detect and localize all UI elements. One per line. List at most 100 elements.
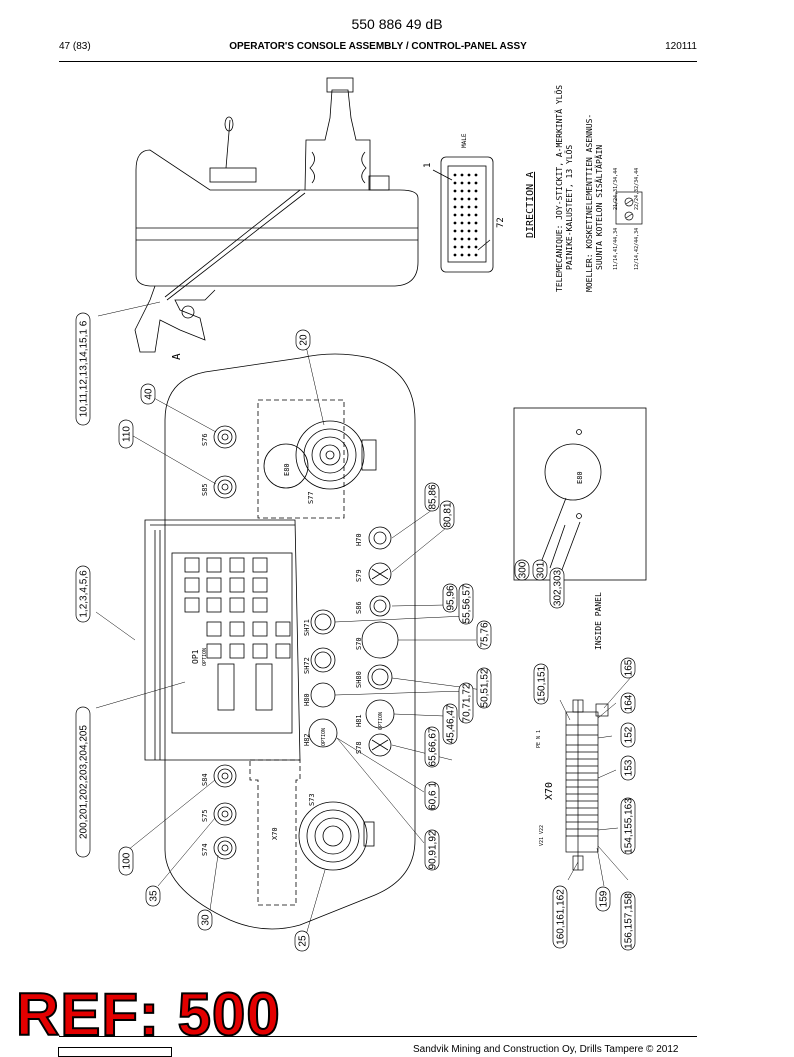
callout-bubble [620,891,636,951]
callout-bubble [295,329,311,351]
callout-bubble [620,657,636,679]
joystick-s73 [249,759,375,906]
callout-text: 45,46,47 [446,704,457,743]
callout-10-6: 10,11,12,13,14,15,1 6 [75,312,91,426]
callout-bubble [442,703,458,745]
callout-bubble [533,663,549,705]
callout-95-96: 95,96 [442,583,458,613]
connector-diagram [432,156,494,273]
label-s75: S75 [201,809,209,822]
callout-1-6: 1,2,3,4,5,6 [75,565,91,623]
label-h82: H82 [303,733,311,746]
label-option-h82: OPTION [321,728,327,746]
callout-bubble [514,559,530,581]
callout-35: 35 [145,885,161,907]
callout-bubble [75,706,91,858]
callout-text: 50,51,52 [480,668,491,707]
callout-80-81: 80,81 [439,500,455,530]
callout-text: 30 [201,914,212,926]
page-title: OPERATOR'S CONSOLE ASSEMBLY / CONTROL-PA… [229,41,527,52]
label-s73: S73 [308,793,316,806]
label-s86: S86 [355,601,363,614]
callout-100: 100 [118,846,134,876]
callout-text: 152 [624,726,635,743]
callout-text: 164 [624,694,635,711]
callout-50-52: 50,51,52 [476,667,492,709]
callout-text: 10,11,12,13,14,15,1 6 [79,320,90,417]
leader-lines [95,301,633,936]
callout-text: 300 [518,561,529,578]
console-side-view [134,77,419,353]
page-number: 47 (83) [59,41,91,52]
callout-text: 200,201,202,203,204,205 [79,725,90,839]
control-panel-outline [164,353,416,930]
callout-text: 25 [298,935,309,947]
buttons-s84-s75-s74 [213,764,237,860]
callout-bubble [140,383,156,405]
callout-70-72: 70,71,72 [458,682,474,724]
buttons-s76-s85 [213,425,237,499]
footer-rule [59,1036,697,1037]
callout-text: 95,96 [446,585,457,610]
label-s76: S76 [201,433,209,446]
label-sh72: SH72 [303,657,311,674]
label-h81: H81 [355,714,363,727]
callout-text: 1,2,3,4,5,6 [79,570,90,618]
callout-bubble [476,620,492,650]
label-sh71: SH71 [303,619,311,636]
callout-bubble [145,885,161,907]
callout-text: 60,6 1 [428,782,439,810]
callout-150: 150,151 [533,663,549,705]
header-row: 47 (83) OPERATOR'S CONSOLE ASSEMBLY / CO… [59,41,697,57]
callout-65-67: 65,66,67 [424,726,440,768]
callout-20: 20 [295,329,311,351]
callout-text: 70,71,72 [462,683,473,722]
callout-60-61: 60,6 1 [424,781,440,811]
label-s70: S70 [355,637,363,650]
callout-text: 156,157,158 [624,893,635,949]
connector-pin-1: 1 [423,163,433,168]
callout-156: 156,157,158 [620,891,636,951]
callout-30: 30 [197,909,213,931]
callout-bubble [294,930,310,952]
label-option-op1: OPTION [202,648,208,666]
label-s78: S78 [355,741,363,754]
callout-bubble [424,482,440,512]
callout-110: 110 [118,419,134,449]
callout-text: 85,86 [428,484,439,509]
callout-text: 302,303 [553,569,564,606]
callout-bubble [552,885,568,949]
callout-45-47: 45,46,47 [442,703,458,745]
callout-text: 100 [122,852,133,869]
display-module-op1 [144,519,301,761]
inside-panel-view [513,407,647,581]
callout-25: 25 [294,930,310,952]
callout-160: 160,161,162 [552,885,568,949]
header-rule [59,61,697,62]
label-h80: H80 [303,693,311,706]
contact-label-3: 12/14,42/44,34 [634,228,640,270]
callout-302: 302,303 [549,567,565,609]
callout-55-57: 55,56,57 [458,583,474,625]
label-s85: S85 [201,483,209,496]
right-column-controls [308,526,399,757]
callout-text: 90,91,92 [428,830,439,869]
callout-bubble [75,312,91,426]
callout-text: 55,56,57 [462,584,473,623]
label-s79: S79 [355,569,363,582]
callout-bubble [75,565,91,623]
label-s77: S77 [307,491,315,504]
contact-label-1: 11/14,41/44,34 [613,228,619,270]
callout-75-76: 75,76 [476,620,492,650]
callout-text: 40 [144,388,155,400]
callout-bubble [532,559,548,581]
callout-85-86: 85,86 [424,482,440,512]
label-inside-e80: E80 [576,471,584,484]
label-h70: H70 [355,533,363,546]
callout-text: 154,155,163 [624,798,635,854]
callout-text: 301 [536,561,547,578]
callout-text: 165 [624,659,635,676]
contact-element-sketch [615,191,643,225]
